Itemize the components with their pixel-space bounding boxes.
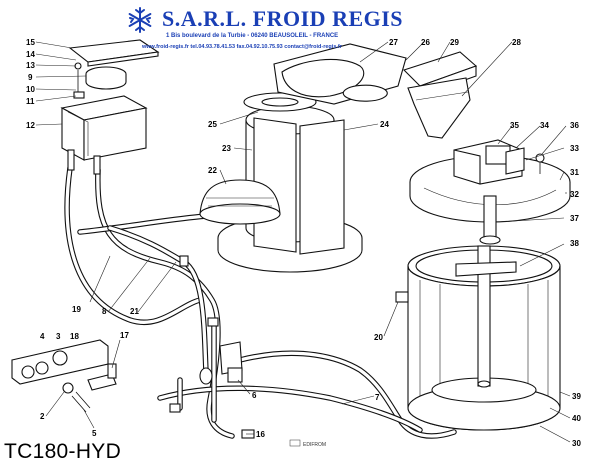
snowflake-icon [128, 7, 152, 33]
callout-31: 31 [570, 168, 579, 177]
callout-7: 7 [375, 393, 380, 402]
callout-16: 16 [256, 430, 265, 439]
company-contacts: www.froid-regis.fr tel.04.93.78.41.53 fa… [142, 44, 342, 50]
callout-6: 6 [252, 391, 257, 400]
callout-28: 28 [512, 38, 521, 47]
callout-9: 9 [28, 73, 33, 82]
callout-11: 11 [26, 97, 35, 106]
leader-lines [35, 41, 571, 443]
callout-18: 18 [70, 332, 79, 341]
watermark: EDIFROM [289, 439, 326, 448]
callout-33: 33 [570, 144, 579, 153]
callout-25: 25 [208, 120, 217, 129]
callout-14: 14 [26, 50, 35, 59]
reservoir-assembly [60, 39, 160, 175]
callout-24: 24 [380, 120, 389, 129]
callout-13: 13 [26, 61, 35, 70]
callout-21: 21 [130, 307, 139, 316]
callout-27: 27 [389, 38, 398, 47]
callout-10: 10 [26, 85, 35, 94]
callout-37: 37 [570, 214, 579, 223]
small-parts [11, 255, 409, 439]
callout-15: 15 [26, 38, 35, 47]
callout-34: 34 [540, 121, 549, 130]
callout-5: 5 [92, 429, 97, 438]
hood-assembly [273, 43, 478, 139]
callout-numbers: 15 14 13 9 10 11 12 27 26 29 28 25 24 23… [26, 38, 581, 448]
callout-40: 40 [572, 414, 581, 423]
bowl-assembly [407, 245, 561, 431]
company-address: 1 Bis boulevard de la Turbie - 06240 BEA… [166, 33, 339, 39]
callout-35: 35 [510, 121, 519, 130]
callout-36: 36 [570, 121, 579, 130]
callout-2: 2 [40, 412, 45, 421]
callout-20: 20 [374, 333, 383, 342]
callout-29: 29 [450, 38, 459, 47]
callout-22: 22 [208, 166, 217, 175]
motor-base-assembly [409, 139, 571, 245]
watermark-text: EDIFROM [303, 442, 326, 448]
company-header: S.A.R.L. FROID REGIS 1 Bis boulevard de … [120, 4, 403, 62]
callout-32: 32 [570, 190, 579, 199]
callout-26: 26 [421, 38, 430, 47]
callout-30: 30 [572, 439, 581, 448]
callout-4: 4 [40, 332, 45, 341]
callout-3: 3 [56, 332, 61, 341]
callout-12: 12 [26, 121, 35, 130]
callout-39: 39 [572, 392, 581, 401]
callout-19: 19 [72, 305, 81, 314]
evaporator-assembly [199, 92, 363, 273]
callout-8: 8 [102, 307, 107, 316]
model-label: TC180-HYD [4, 440, 122, 463]
callout-23: 23 [222, 144, 231, 153]
company-name: S.A.R.L. FROID REGIS [162, 6, 404, 31]
callout-38: 38 [570, 239, 579, 248]
callout-17: 17 [120, 331, 129, 340]
